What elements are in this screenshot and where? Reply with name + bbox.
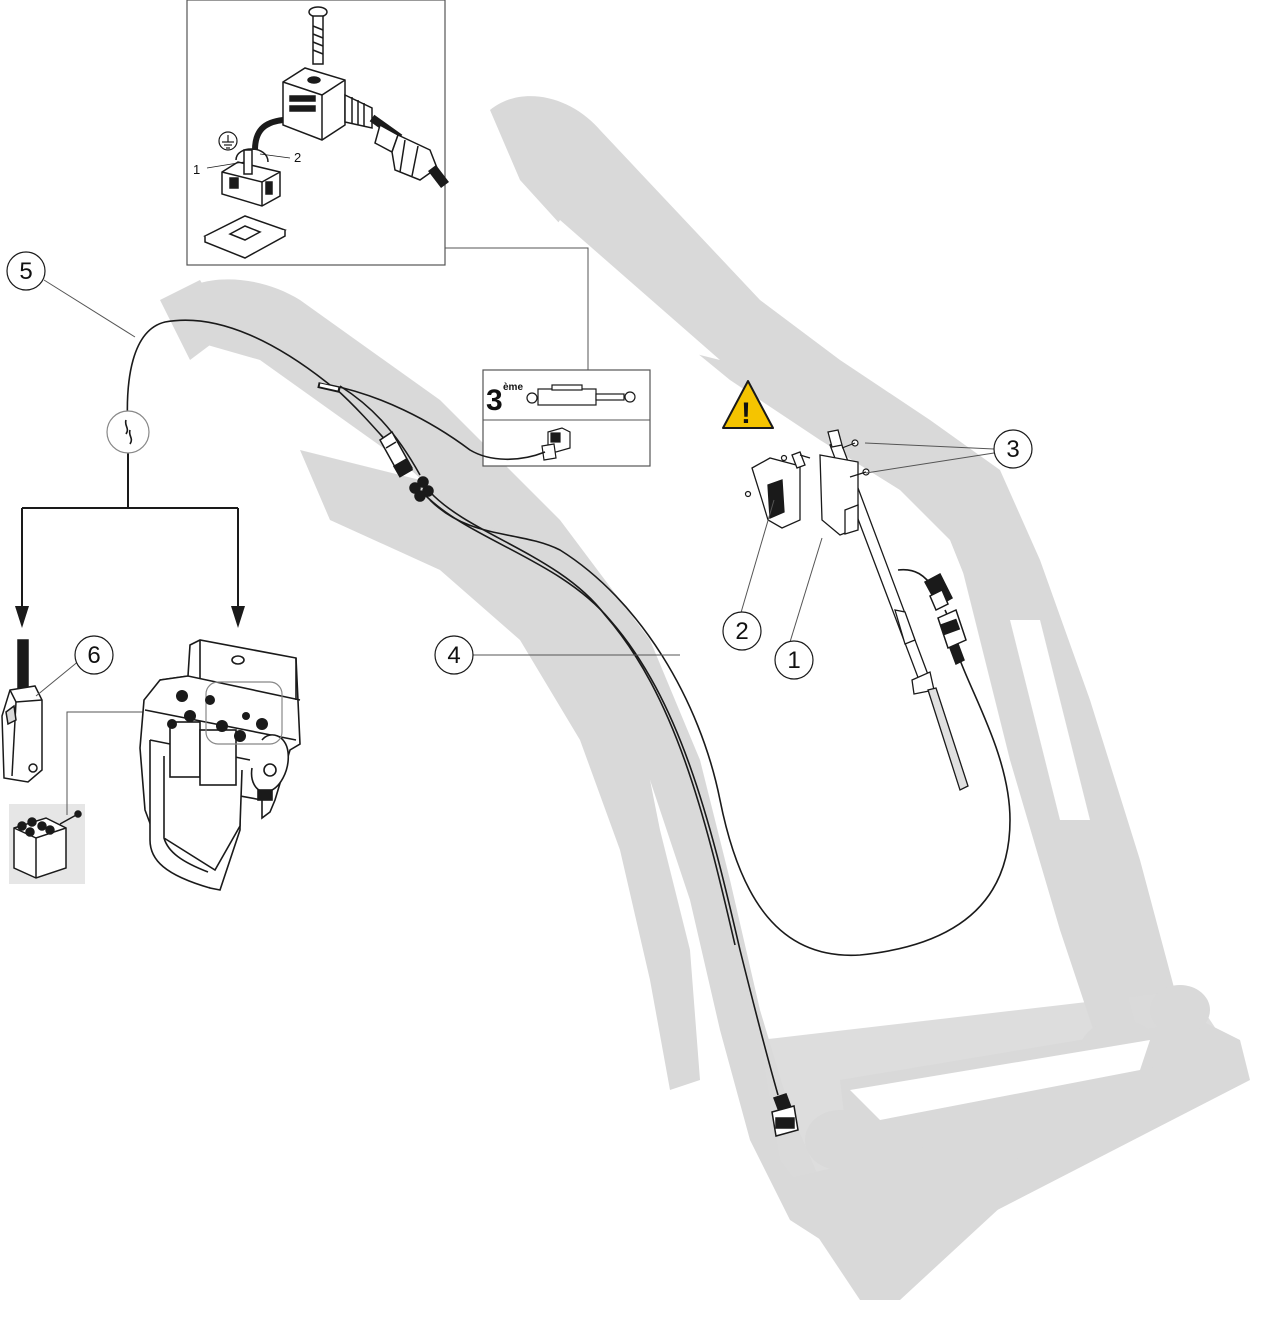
hydraulic-cylinder-icon: [526, 384, 636, 406]
branch-arrowheads: [15, 606, 245, 628]
pin1-label: 1: [193, 162, 200, 177]
cable-cut-icon: [106, 410, 150, 454]
ground-icon: [218, 131, 238, 151]
callout-3: 3: [993, 429, 1033, 469]
inset-leader: [445, 247, 589, 370]
gasket-icon: [203, 215, 287, 259]
coupler-pins: [167, 690, 268, 742]
loader-silhouette: [160, 96, 1250, 1300]
inline-connector-icon-2: [409, 476, 434, 502]
harness-end-connector-icon: [771, 1093, 799, 1137]
proximity-sensor-icon: [923, 572, 967, 666]
warning-icon: !: [722, 380, 774, 430]
sensor-bracket: [751, 429, 969, 791]
cable-sleeve-inner: [319, 383, 339, 391]
callout-6: 6: [74, 635, 114, 675]
callout-3-label: 3: [1006, 436, 1019, 463]
pin2-leader: [259, 153, 291, 159]
callout-1-label: 1: [787, 647, 800, 674]
coupler-pins-highlight: [205, 681, 283, 745]
connector-wire: [252, 117, 284, 151]
cable-gland-icon: [374, 123, 438, 181]
callout-4-label: 4: [447, 642, 460, 669]
callout-2: 2: [722, 611, 762, 651]
plug-pins-inset: [9, 804, 85, 884]
third-function-suffix: ème: [503, 382, 523, 393]
loader-silhouette-cutouts: [540, 220, 1150, 1120]
third-function-number: 3: [486, 384, 503, 417]
callout-5-label: 5: [19, 258, 32, 285]
inline-connector-icon: [379, 430, 414, 478]
mini-connector-icon: [541, 427, 571, 461]
terminal-connector-icon: [221, 148, 281, 207]
third-function-box: 3 ème: [482, 369, 651, 467]
callout-6-leader: [35, 659, 81, 697]
screw-icon: [308, 6, 328, 65]
plug-pins-icon: [13, 810, 82, 879]
multicoupler-plug: [139, 639, 301, 891]
callout-leaders: [43, 279, 995, 656]
callout-5: 5: [6, 251, 46, 291]
wiring-harness: [126, 319, 1011, 1096]
callout-2-label: 2: [735, 618, 748, 645]
gland-cable: [428, 164, 449, 189]
callout-4: 4: [434, 635, 474, 675]
pin2-label: 2: [294, 150, 301, 165]
socket-connector: [1, 639, 43, 783]
pin1-leader: [206, 161, 245, 169]
callout-6-label: 6: [87, 642, 100, 669]
branch-arrows: [21, 452, 239, 612]
callout-1: 1: [774, 640, 814, 680]
solenoid-block-icon: [282, 67, 373, 141]
solenoid-detail-inset: 1 2: [186, 0, 449, 266]
warning-symbol: !: [741, 397, 751, 430]
bracket-screws: [744, 439, 870, 498]
